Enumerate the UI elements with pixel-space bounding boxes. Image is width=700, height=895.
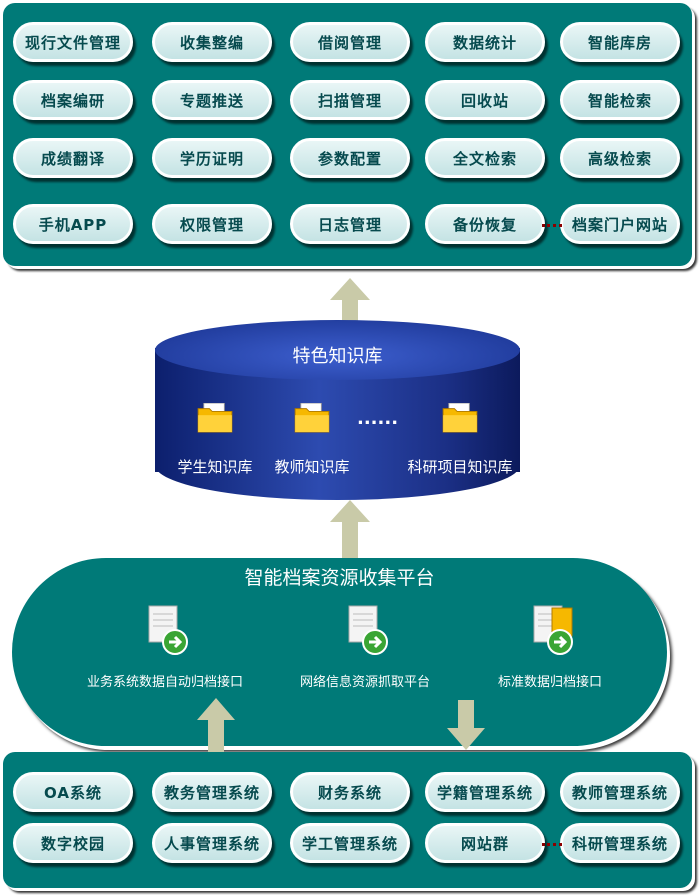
knowledge-base-title: 特色知识库 [292,346,383,367]
functions-button[interactable]: 智能库房 [560,22,680,62]
connector-dots [542,843,562,846]
functions-button[interactable]: 手机APP [13,204,133,244]
functions-button[interactable]: 备份恢复 [425,204,545,244]
functions-button[interactable]: 扫描管理 [290,80,410,120]
platform-item-label: 标准数据归档接口 [497,675,602,690]
arrow-up-icon [330,278,370,333]
kb-ellipsis: ...... [357,408,399,429]
document-arrow-icon [533,605,573,655]
functions-button[interactable]: 智能检索 [560,80,680,120]
functions-button[interactable]: 档案编研 [13,80,133,120]
functions-button[interactable]: 参数配置 [290,138,410,178]
functions-button[interactable]: 回收站 [425,80,545,120]
functions-button[interactable]: 数据统计 [425,22,545,62]
connector-dots [542,224,562,227]
kb-item-label: 学生知识库 [177,458,253,476]
functions-button[interactable]: 档案门户网站 [560,204,680,244]
sources-button[interactable]: 人事管理系统 [152,823,272,863]
functions-button[interactable]: 权限管理 [152,204,272,244]
sources-button[interactable]: 学籍管理系统 [425,772,545,812]
functions-button[interactable]: 全文检索 [425,138,545,178]
arrow-up-icon [330,500,370,560]
sources-button[interactable]: 数字校园 [13,823,133,863]
arrow-down-icon [447,700,485,750]
folder-icon [442,403,478,433]
sources-button[interactable]: 网站群 [425,823,545,863]
platform-item-label: 业务系统数据自动归档接口 [86,675,243,690]
functions-button[interactable]: 日志管理 [290,204,410,244]
functions-button[interactable]: 现行文件管理 [13,22,133,62]
sources-button[interactable]: 教师管理系统 [560,772,680,812]
document-arrow-icon [148,605,188,655]
folder-icon [294,403,330,433]
functions-button[interactable]: 收集整编 [152,22,272,62]
document-arrow-icon [348,605,388,655]
functions-button[interactable]: 高级检索 [560,138,680,178]
sources-button[interactable]: 教务管理系统 [152,772,272,812]
sources-button[interactable]: 学工管理系统 [290,823,410,863]
platform-title: 智能档案资源收集平台 [244,567,435,589]
arrow-up-icon [197,698,235,754]
functions-button[interactable]: 成绩翻译 [13,138,133,178]
platform-item-label: 网络信息资源抓取平台 [299,675,430,690]
functions-button[interactable]: 专题推送 [152,80,272,120]
kb-item-label: 科研项目知识库 [407,458,513,476]
knowledge-base-cylinder: 特色知识库 [155,320,520,500]
sources-button[interactable]: OA系统 [13,772,133,812]
sources-button[interactable]: 科研管理系统 [560,823,680,863]
folder-icon [197,403,233,433]
functions-button[interactable]: 借阅管理 [290,22,410,62]
sources-button[interactable]: 财务系统 [290,772,410,812]
kb-item-label: 教师知识库 [274,458,350,476]
functions-button[interactable]: 学历证明 [152,138,272,178]
